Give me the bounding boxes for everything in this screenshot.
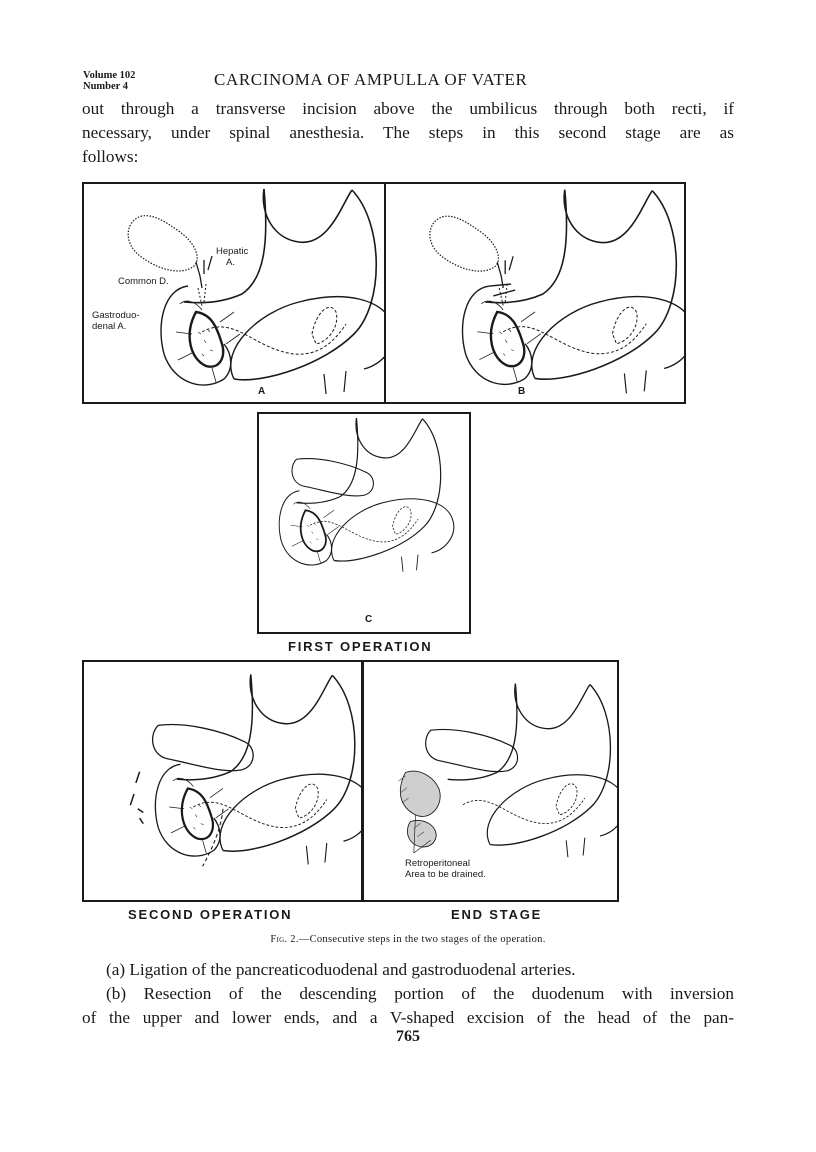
caption-text: —Consecutive steps in the two stages of … [298, 934, 546, 945]
step-a-text: Ligation of the pancreaticoduodenal and … [125, 960, 576, 979]
end-stage-label: END STAGE [451, 907, 543, 922]
common-duct-label: Common D. [118, 276, 169, 287]
panel-second-drawing [129, 673, 362, 867]
intro-line-2: necessary, under spinal anesthesia. The … [82, 123, 734, 142]
panel-second [82, 660, 364, 902]
panel-c: C [257, 412, 471, 634]
volume-label: Volume 102 [83, 70, 136, 81]
step-a: (a) Ligation of the pancreaticoduodenal … [82, 958, 734, 982]
number-label: Number 4 [83, 81, 129, 92]
intro-line-1: out through a transverse incision above … [82, 99, 734, 118]
gastroduodenal-label: Gastroduo- denal A. [92, 310, 140, 332]
panel-end-drawing [398, 682, 617, 858]
first-operation-label: FIRST OPERATION [288, 639, 433, 654]
volume-number: Volume 102 Number 4 [83, 70, 135, 92]
retroperitoneal-label: Retroperitoneal Area to be drained. [405, 858, 486, 880]
panel-a: Hepatic A. Common D. Gastroduo- denal A.… [82, 182, 386, 404]
step-b-marker: (b) [106, 984, 127, 1003]
panel-a-letter: A [258, 386, 266, 397]
panel-end: Retroperitoneal Area to be drained. [361, 660, 619, 902]
running-title: CARCINOMA OF AMPULLA OF VATER [214, 70, 528, 89]
panel-b-letter: B [518, 386, 526, 397]
caption-prefix: Fig. 2. [270, 934, 299, 945]
second-operation-label: SECOND OPERATION [128, 907, 293, 922]
page-number: 765 [396, 1028, 420, 1045]
step-b-text: Resection of the descending portion of t… [126, 984, 734, 1003]
figure-caption: Fig. 2.—Consecutive steps in the two sta… [0, 934, 816, 945]
panel-b-drawing [429, 188, 684, 395]
panel-b: B [384, 182, 686, 404]
continuation-line: of the upper and lower ends, and a V-sha… [82, 1008, 734, 1027]
panel-c-drawing [278, 417, 455, 573]
panel-c-letter: C [365, 614, 373, 625]
step-b: (b) Resection of the descending portion … [82, 982, 734, 1006]
panel-a-drawing [127, 188, 384, 395]
intro-line-3: follows: [82, 147, 139, 166]
step-a-marker: (a) [106, 960, 126, 979]
hepatic-label: Hepatic A. [216, 246, 249, 268]
